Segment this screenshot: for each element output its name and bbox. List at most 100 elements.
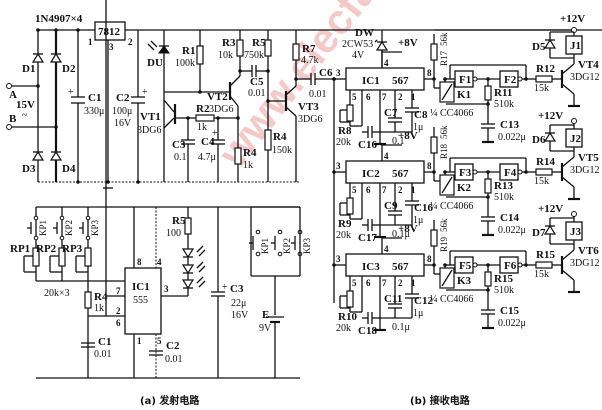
feedback-resistor-label: R13 <box>494 180 513 192</box>
pot <box>346 104 354 122</box>
base-resistor-label: R12 <box>536 63 555 75</box>
feedback-resistor-label: R15 <box>494 273 513 285</box>
diode-d1 <box>31 52 45 63</box>
cap-c-label: C12 <box>414 295 433 307</box>
tx-c1-value: 0.01 <box>94 349 112 360</box>
base-resistor-value: 15k <box>534 269 549 280</box>
switch-ic-label: ¼ CC4066 <box>430 201 473 212</box>
diode-d3 <box>31 150 45 161</box>
cap-a-label: C17 <box>358 232 377 244</box>
pull-resistor <box>430 136 438 154</box>
vt1-label: VT1 <box>140 111 161 123</box>
svg-text:+: + <box>68 87 74 98</box>
pin-1: 1 <box>411 185 416 195</box>
ic-555 <box>124 267 162 335</box>
caption-receiver: (b) 接收电路 <box>410 394 471 407</box>
c1-value: 330μ <box>84 106 104 117</box>
diode-d2 <box>49 52 63 63</box>
timing-cap-value: 0.022μ <box>498 225 526 236</box>
pot-label: R9 <box>338 218 352 230</box>
diode-label: D6 <box>532 134 546 146</box>
tx-c3-value: 22μ <box>231 298 246 309</box>
input-a-label: A <box>9 89 17 101</box>
key-contact <box>255 229 261 235</box>
relay-label: J2 <box>570 133 582 145</box>
feedback-resistor-value: 510k <box>494 192 514 203</box>
c1-label: C1 <box>88 92 101 104</box>
c4-label: C4 <box>201 136 215 148</box>
d4-label: D4 <box>62 163 76 175</box>
relay-label: J3 <box>570 226 582 238</box>
inverter-bubble <box>472 262 478 268</box>
pot <box>346 197 354 215</box>
vt3-label: VT3 <box>298 101 319 113</box>
wire <box>561 176 575 188</box>
diode-label: D5 <box>532 41 546 53</box>
pin-1: 1 <box>411 278 416 288</box>
pot-resistor <box>32 247 40 267</box>
key-contact <box>85 235 91 241</box>
pot <box>346 290 354 308</box>
pot-value: 20k×3 <box>44 288 70 299</box>
pin-3: 3 <box>164 284 169 294</box>
resistor-r3 <box>236 39 244 57</box>
junction <box>332 170 336 174</box>
transistor-label: VT6 <box>578 245 599 257</box>
r4-value: 150k <box>272 145 292 156</box>
input-b-label: B <box>9 113 17 125</box>
pin-8: 8 <box>137 257 142 267</box>
reg-pin-1: 1 <box>88 37 93 47</box>
feedback-resistor-value: 510k <box>494 99 514 110</box>
ac-symbol: ~ <box>22 110 28 121</box>
zener-type: 2CW53 <box>342 39 373 50</box>
key-contact <box>59 215 65 221</box>
caption-transmitter: (a) 发射电路 <box>140 394 200 407</box>
resistor-r1 <box>196 45 204 65</box>
wire <box>561 156 575 168</box>
pull-resistor <box>430 43 438 61</box>
gate-a-label: F5 <box>459 260 472 272</box>
cap-c-value: 1μ <box>413 122 423 133</box>
tx-r5-value: 100 <box>166 228 181 239</box>
r5-label: R5 <box>252 37 266 49</box>
vt1-type: 3DG6 <box>137 125 161 136</box>
r3-value: 10k <box>218 50 233 61</box>
pot-label: RP3 <box>62 243 83 255</box>
pin-6: 6 <box>366 278 371 288</box>
tx-r5-label: R5 <box>172 215 186 227</box>
pin-3: 3 <box>336 161 341 171</box>
switch-label: K2 <box>457 182 472 194</box>
pull-resistor <box>430 229 438 247</box>
resistor-r2 <box>195 114 215 122</box>
r1-value: 100k <box>175 58 195 69</box>
ic-567 <box>345 253 425 277</box>
junction <box>332 77 336 81</box>
c5-value: 0.01 <box>248 88 266 99</box>
pin-5: 5 <box>157 336 162 346</box>
pot-resistor <box>58 247 66 267</box>
switch-ic-label: ¼ CC4066 <box>430 108 473 119</box>
resistor-r5 <box>264 39 272 57</box>
junction <box>443 170 447 174</box>
base-resistor-value: 15k <box>534 176 549 187</box>
c2-label: C2 <box>116 92 130 104</box>
receiver-amplifier: DU R1 100k VT1 3DG6 R2 1k C3 0.1 + C4 4.… <box>137 30 336 303</box>
wire <box>561 269 575 281</box>
c3-value: 0.1 <box>174 152 187 163</box>
cap-c-label: C8 <box>414 109 428 121</box>
ic-567 <box>345 160 425 184</box>
pin-3: 3 <box>336 68 341 78</box>
zener-dw: DW 2CW53 4V <box>342 27 389 68</box>
pin-4: 4 <box>384 151 389 161</box>
r4-label: R4 <box>273 131 287 143</box>
base-resistor <box>535 75 553 83</box>
inverter-bubble <box>517 169 523 175</box>
pot-label: R10 <box>338 311 357 323</box>
pin-2: 2 <box>398 278 403 288</box>
vt2-label: VT2 <box>207 91 228 103</box>
cap-b-label: C7 <box>384 107 398 119</box>
